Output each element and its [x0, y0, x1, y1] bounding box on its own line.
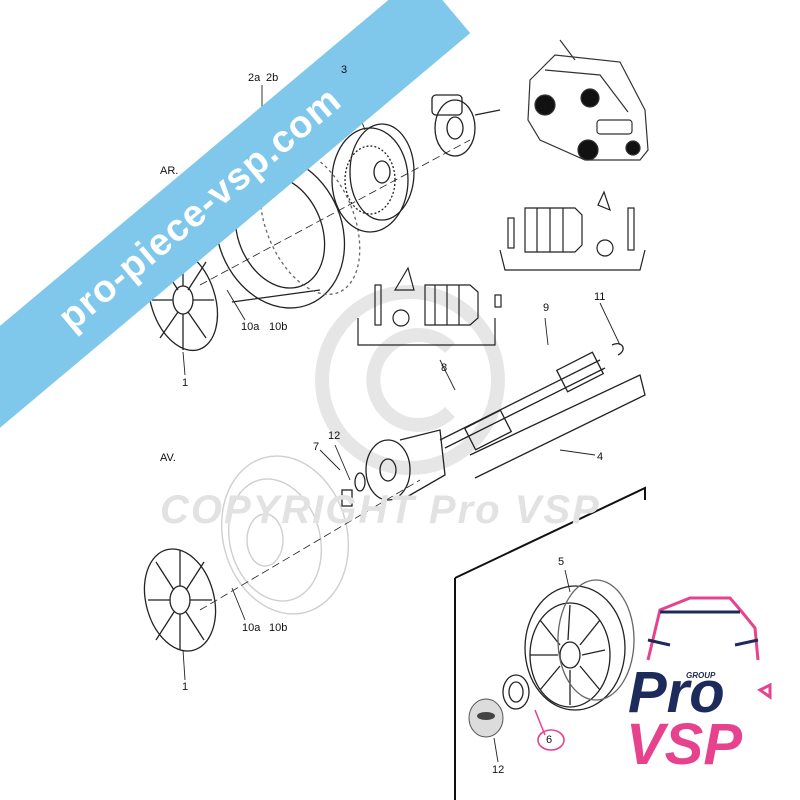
center-cap-icon	[502, 674, 530, 710]
logo-word-pro: Pro	[628, 660, 725, 725]
copyright-watermark-text: COPYRIGHT Pro VSP	[160, 488, 601, 532]
driveshaft-icon	[439, 343, 646, 479]
label-8: 8	[441, 362, 448, 374]
label-5: 5	[558, 556, 565, 568]
logo-car-icon	[646, 596, 772, 700]
label-1-bottom: 1	[182, 681, 189, 693]
car-icon	[527, 39, 649, 161]
label-10a-top: 10a	[241, 321, 260, 333]
hub-icon	[431, 94, 501, 157]
boot-kit-icon	[357, 266, 502, 346]
label-9: 9	[543, 302, 550, 314]
logo-word-vsp: VSP	[626, 712, 743, 777]
label-av: AV.	[160, 452, 176, 464]
tire-icon	[220, 455, 350, 615]
wheel-rim-icon	[524, 579, 635, 711]
label-6: 6	[546, 734, 553, 746]
boot-kit-icon	[499, 190, 646, 271]
label-4: 4	[597, 451, 604, 463]
label-10b-bottom: 10b	[269, 622, 288, 634]
label-12-cap: 12	[492, 764, 505, 776]
center-cap-icon	[468, 698, 504, 738]
label-2a: 2a	[248, 72, 261, 84]
label-ar: AR.	[160, 165, 179, 177]
label-3: 3	[341, 64, 348, 76]
label-7: 7	[313, 441, 320, 453]
label-1-top: 1	[182, 377, 189, 389]
hub-icon	[341, 429, 446, 507]
label-10a-bottom: 10a	[242, 622, 261, 634]
label-2b: 2b	[266, 72, 279, 84]
label-11: 11	[594, 291, 606, 303]
label-10b-top: 10b	[269, 321, 288, 333]
logo-group-text: GROUP	[686, 671, 716, 680]
hubcap-icon	[143, 548, 217, 652]
label-12-hub: 12	[328, 430, 341, 442]
wheel-rim-icon	[331, 123, 415, 233]
